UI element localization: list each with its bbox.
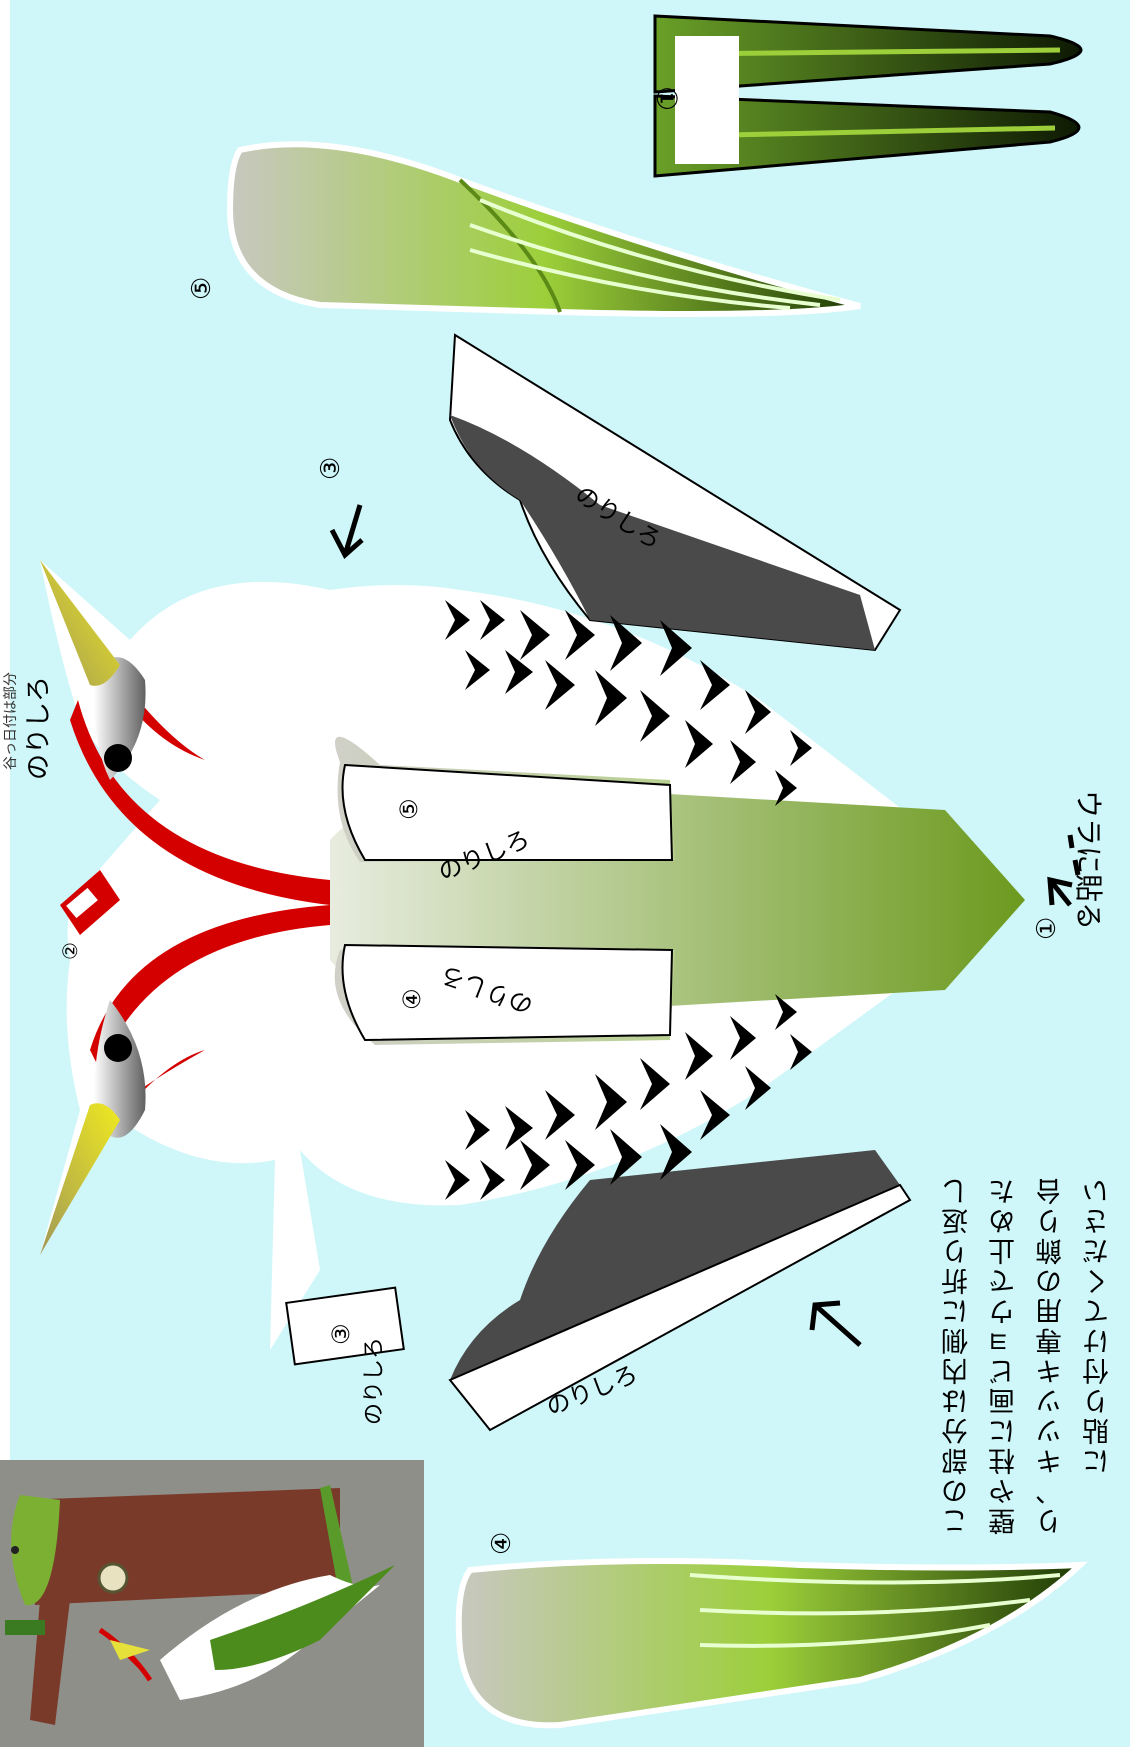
instruction-line1: この部分は内側に折り返し bbox=[942, 1175, 973, 1535]
example-photo bbox=[0, 1460, 424, 1747]
instruction-line4: に貼り付けてください bbox=[1083, 1175, 1114, 1475]
number-4: ④ bbox=[487, 1531, 517, 1555]
instruction-line2: 壁や柱に画ビョウで止めた bbox=[989, 1175, 1020, 1535]
tab-4 bbox=[341, 943, 674, 1042]
number-3: ③ bbox=[316, 456, 346, 480]
top-fragment-label: 谷っ日付は部分 bbox=[3, 672, 19, 770]
number-5-tab: ⑤ bbox=[395, 798, 423, 820]
arrow-icon bbox=[329, 504, 1081, 1347]
paste-back-label: ウラに貼る bbox=[1072, 790, 1105, 931]
number-2: ② bbox=[58, 942, 82, 960]
number-1-tail: ① bbox=[650, 86, 683, 112]
glue-label: のりしろ bbox=[24, 675, 54, 780]
eye-icon bbox=[104, 744, 132, 772]
head-upper bbox=[94, 657, 146, 780]
eye-icon bbox=[104, 1034, 132, 1062]
tail-piece bbox=[653, 14, 1083, 178]
beak-lower bbox=[40, 1103, 120, 1255]
wing-piece-4 bbox=[455, 1558, 1088, 1729]
head-lower bbox=[94, 1000, 146, 1138]
number-5: ⑤ bbox=[187, 276, 217, 300]
feather-pattern bbox=[445, 600, 812, 1200]
number-1-body: ① bbox=[1032, 916, 1062, 940]
glue-label-tab3: のりしろ bbox=[362, 1336, 387, 1425]
crest-lower bbox=[90, 905, 330, 1070]
wing-piece-5 bbox=[226, 141, 861, 317]
number-4-tab: ④ bbox=[398, 988, 426, 1010]
beak-upper bbox=[40, 560, 120, 686]
number-3-tab: ③ bbox=[327, 1323, 355, 1345]
glue-flap-upper bbox=[448, 333, 902, 652]
tab-5 bbox=[341, 763, 674, 861]
crest-upper bbox=[70, 700, 330, 905]
tab-3-box bbox=[285, 1286, 405, 1366]
glue-flap-lower bbox=[448, 1150, 912, 1432]
instruction-line3: り、キツツキ専用の飾り台 bbox=[1036, 1175, 1067, 1535]
